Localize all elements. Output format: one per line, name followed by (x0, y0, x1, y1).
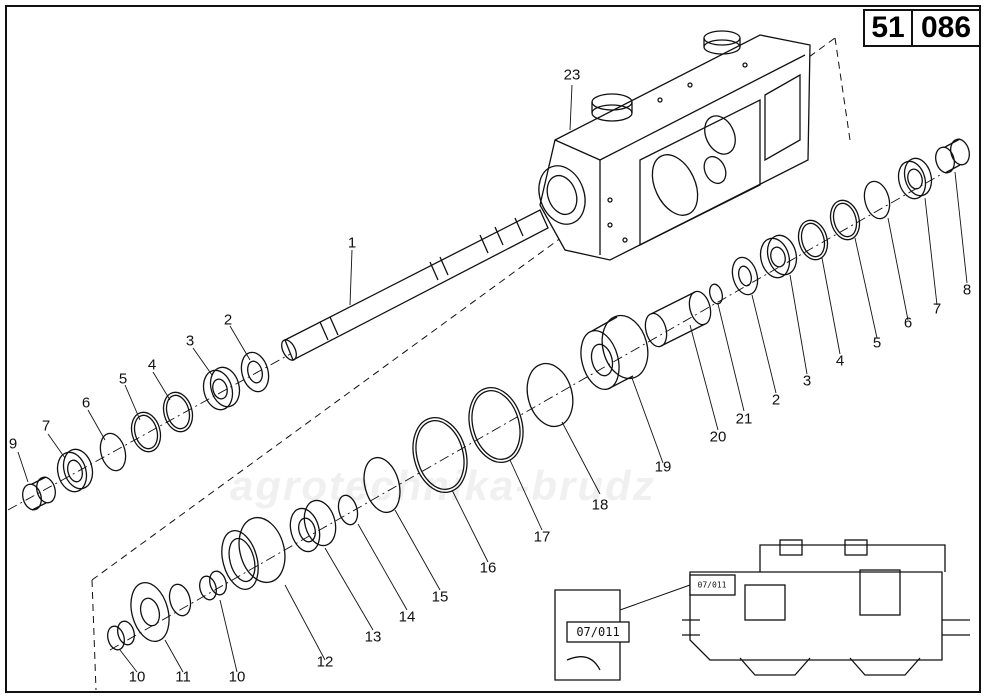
bearing-part-3-right (759, 234, 798, 279)
label-part-5-upper: 5 (118, 370, 128, 388)
label-part-2-right: 2 (771, 391, 781, 409)
label-part-16: 16 (479, 559, 497, 577)
label-part-12: 12 (316, 653, 334, 671)
ring-part-4-right (797, 219, 829, 261)
inset-label-large: 07/011 (576, 625, 620, 639)
label-part-19: 19 (654, 458, 672, 476)
ring-part-5-upper (130, 411, 162, 453)
gear-part-2-right (731, 256, 759, 296)
label-part-3-upper: 3 (185, 332, 195, 350)
drawing-code-right: 086 (920, 11, 972, 44)
label-part-2-upper: 2 (223, 311, 233, 329)
snap-ring-part-15 (363, 456, 401, 514)
label-part-13: 13 (364, 628, 382, 646)
label-part-9: 9 (8, 435, 18, 453)
ring-part-16 (412, 417, 468, 493)
bushing-part-8 (935, 138, 970, 174)
label-part-5-right: 5 (872, 334, 882, 352)
label-part-7-right: 7 (932, 300, 942, 318)
assembly-boundary (91, 37, 851, 691)
inset-label-small: 07/011 (697, 580, 727, 590)
label-part-11: 11 (175, 668, 191, 686)
label-part-6-upper: 6 (81, 394, 91, 412)
snap-ring-part-6-right (863, 180, 891, 220)
ring-part-17 (468, 387, 524, 463)
drawing-code-left: 51 (865, 11, 913, 45)
sleeve-part-20 (644, 290, 712, 348)
label-part-7-upper: 7 (41, 417, 51, 435)
watermark: agrotechnika-brudz (230, 462, 656, 509)
shaft-part-1 (281, 209, 549, 361)
label-part-4-right: 4 (835, 352, 845, 370)
snap-ring-part-18 (526, 362, 574, 428)
label-part-10-left: 10 (128, 668, 146, 686)
seal-part-7-right (897, 157, 933, 200)
seal-part-7-upper (56, 448, 94, 493)
bearing-part-3-upper (202, 366, 241, 411)
snap-ring-part-6-upper (99, 432, 127, 472)
housing-part-23 (538, 30, 811, 261)
label-part-15: 15 (431, 588, 449, 606)
label-part-14: 14 (398, 608, 416, 626)
ring-part-21 (709, 283, 723, 305)
cup-part-12 (221, 516, 286, 590)
label-part-10-mid: 10 (228, 668, 246, 686)
bearing-part-13 (289, 499, 337, 553)
label-part-21: 21 (735, 410, 753, 428)
bearing-part-19 (580, 314, 649, 390)
bushing-part-10-left (107, 620, 135, 651)
leader-lines (17, 84, 968, 673)
label-part-18: 18 (591, 496, 609, 514)
gear-part-2-upper (240, 351, 270, 393)
label-part-17: 17 (533, 528, 551, 546)
label-part-4-upper: 4 (147, 356, 157, 374)
label-part-3-right: 3 (802, 372, 812, 390)
label-part-6-right: 6 (903, 314, 913, 332)
bevel-gear-part-11 (130, 582, 192, 642)
drawing-code-box: 51 086 (863, 9, 981, 47)
ring-part-14 (337, 494, 359, 526)
ring-part-4-upper (162, 391, 194, 433)
bushing-part-9 (22, 476, 56, 511)
inset-detail (554, 539, 970, 681)
drawing-frame (5, 5, 981, 693)
ring-part-5-right (829, 199, 861, 241)
label-part-1: 1 (347, 234, 357, 252)
label-part-8: 8 (962, 281, 972, 299)
bushing-part-10-mid (199, 570, 227, 601)
label-part-20: 20 (709, 428, 727, 446)
label-part-23: 23 (563, 66, 581, 84)
